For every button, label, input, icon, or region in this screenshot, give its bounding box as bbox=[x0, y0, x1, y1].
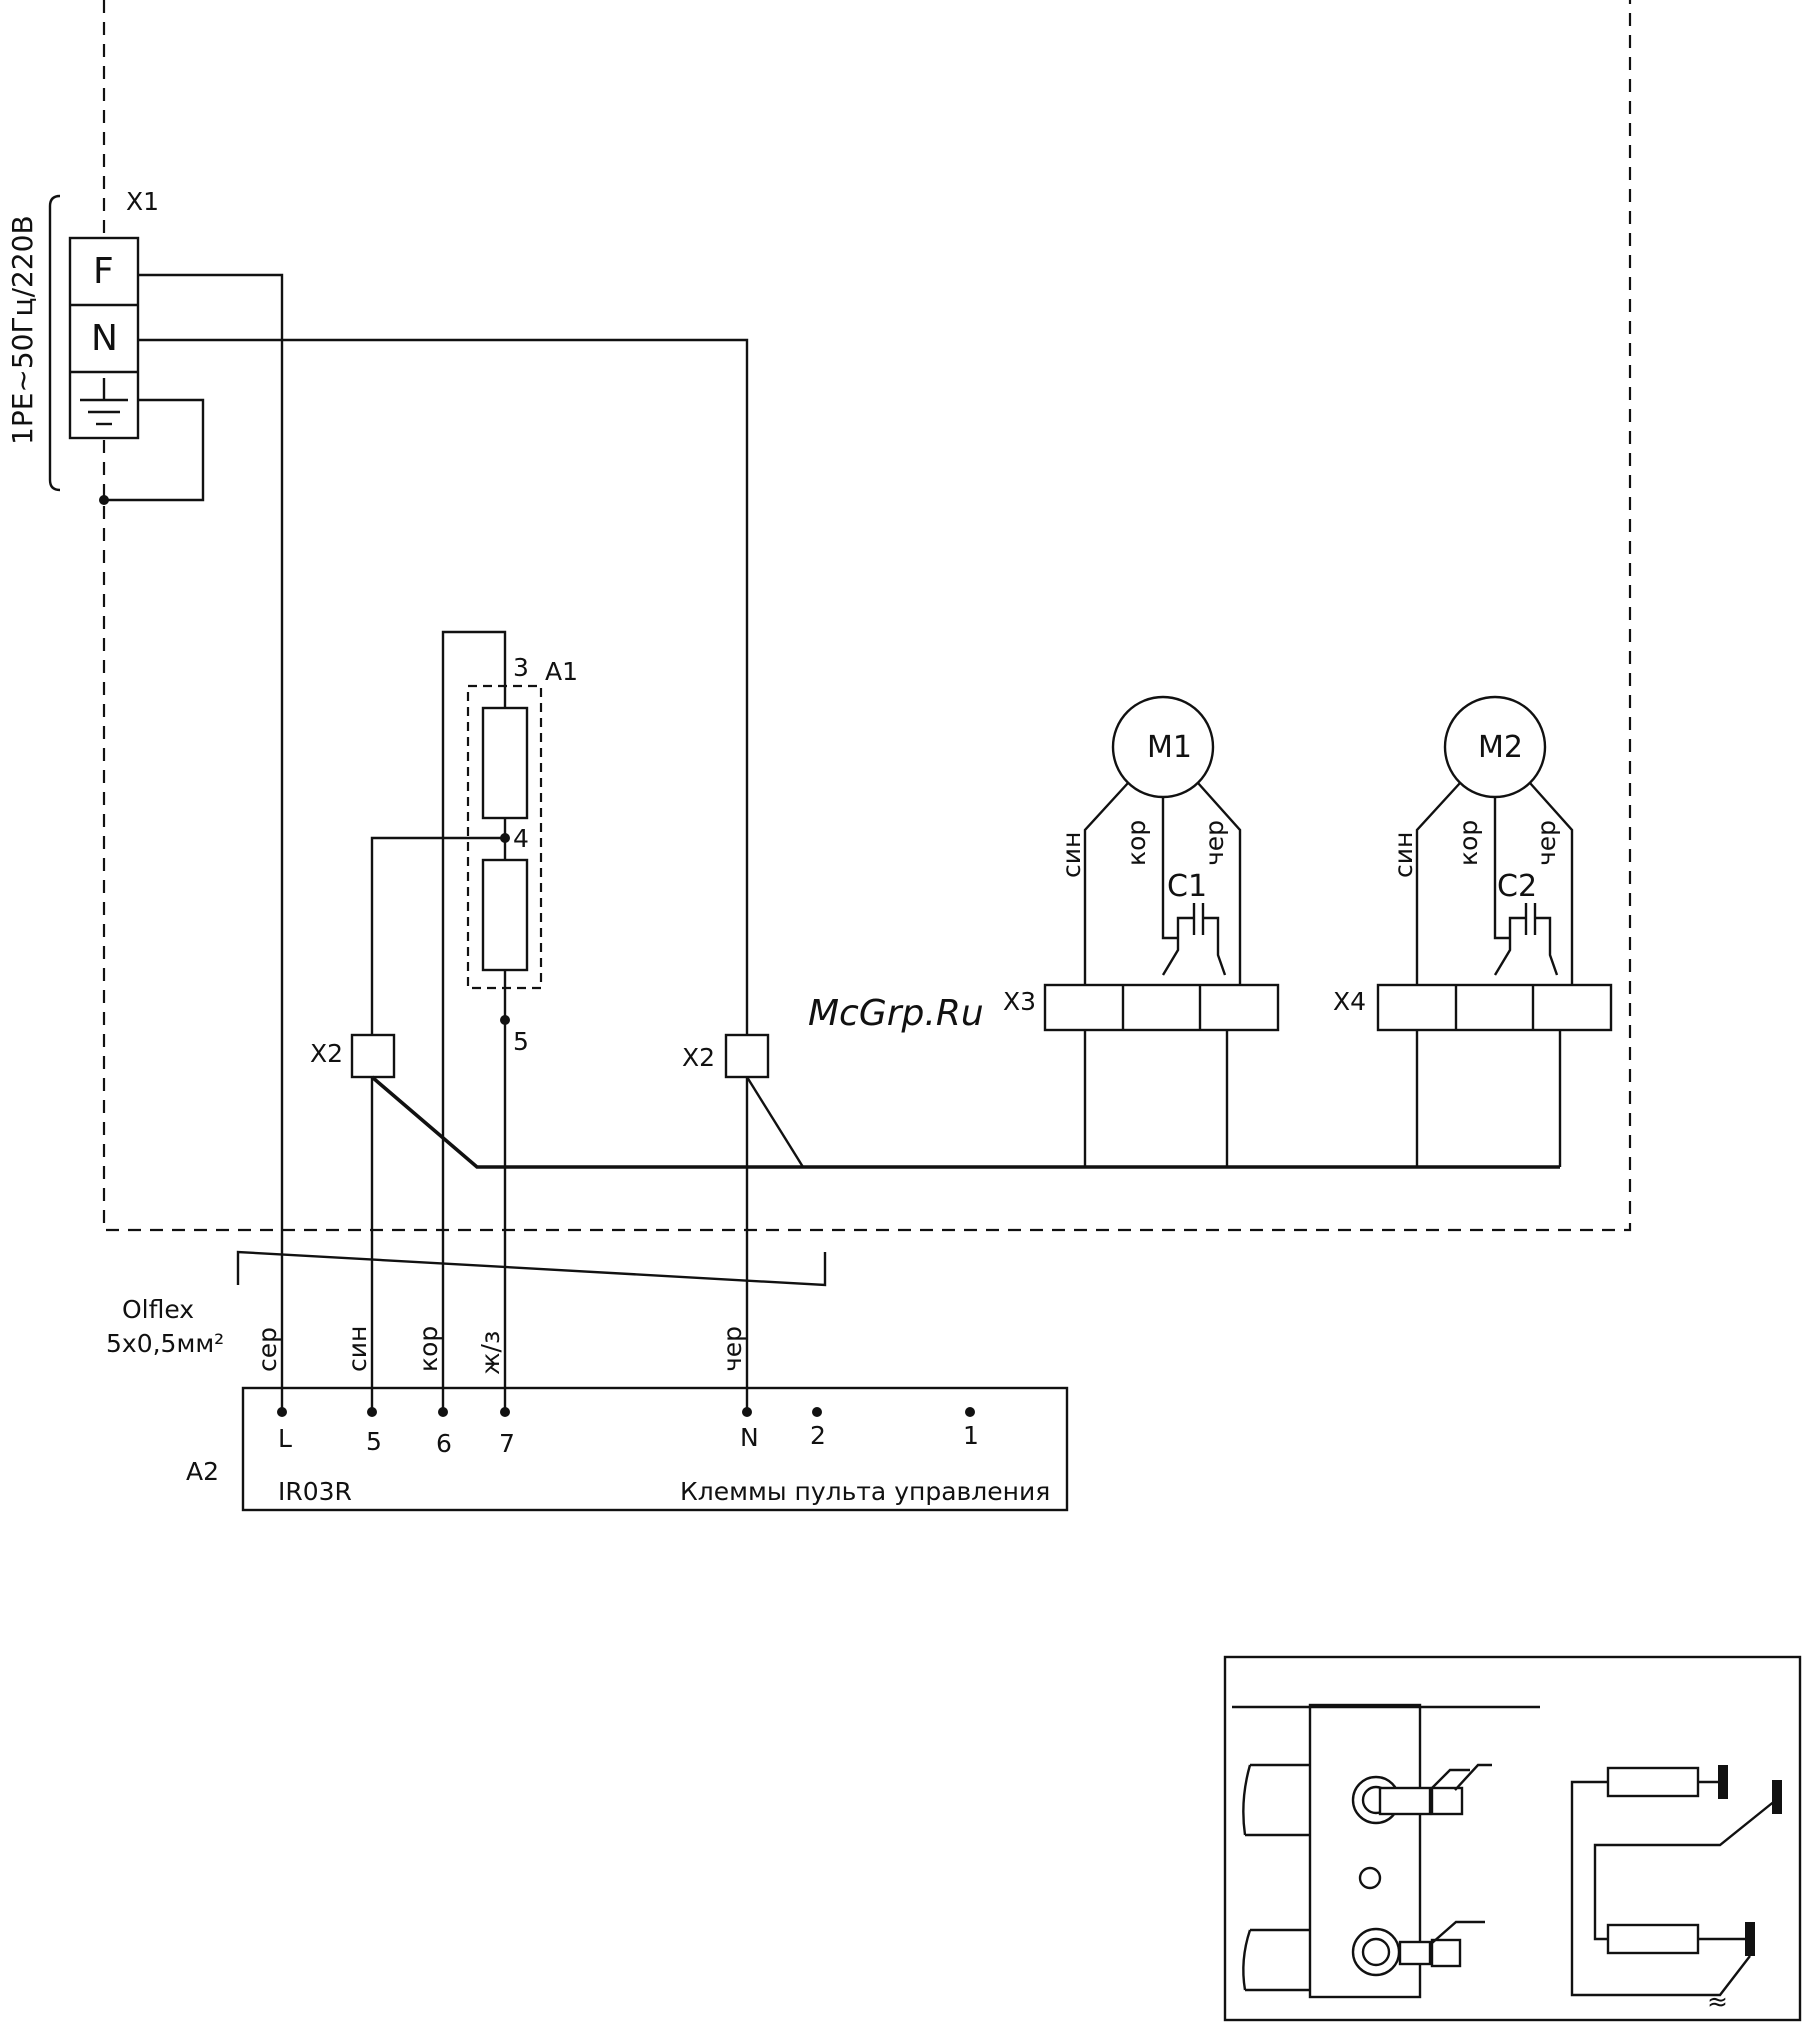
x4-label: X4 bbox=[1333, 987, 1366, 1016]
wire-color-sin: син bbox=[343, 1326, 372, 1372]
x1-terminal-n: N bbox=[91, 318, 118, 359]
x2-right-terminal bbox=[726, 1035, 768, 1077]
inset-mark: ≈ bbox=[1707, 1987, 1728, 2016]
supply-label: 1PE~50Гц/220В bbox=[6, 215, 39, 445]
terminal-plate-drawing bbox=[1243, 1705, 1492, 1997]
a1-pin3: 3 bbox=[513, 653, 529, 682]
a2-terminal-6: 6 bbox=[436, 1429, 452, 1458]
watermark: McGrp.Ru bbox=[808, 993, 984, 1034]
x3-label: X3 bbox=[1003, 987, 1036, 1016]
wire-f bbox=[138, 275, 282, 1412]
m2-label: M2 bbox=[1478, 730, 1523, 765]
wire-color-zh: ж/з bbox=[476, 1331, 505, 1375]
cable-label-line2: 5x0,5мм² bbox=[106, 1329, 224, 1358]
x2-left-label: X2 bbox=[310, 1039, 343, 1068]
a2-caption: Клеммы пульта управления bbox=[680, 1477, 1050, 1506]
a2-terminal-1: 1 bbox=[963, 1421, 979, 1450]
a1-resistor-bottom bbox=[483, 860, 527, 970]
x3-block bbox=[1045, 985, 1278, 1030]
inset-schematic bbox=[1572, 1765, 1782, 1995]
m2-wire-black: чер bbox=[1532, 820, 1561, 866]
a2-label: A2 bbox=[186, 1457, 219, 1486]
m2-wire-blue: син bbox=[1389, 832, 1418, 878]
wire-color-cher: чер bbox=[718, 1326, 747, 1372]
m2-wire-brown: кор bbox=[1454, 820, 1483, 866]
m1-wire-blue: син bbox=[1057, 832, 1086, 878]
m1-label: M1 bbox=[1147, 730, 1192, 765]
a1-label: A1 bbox=[545, 657, 578, 686]
a2-model: IR03R bbox=[278, 1477, 352, 1506]
a2-terminal-2: 2 bbox=[810, 1421, 826, 1450]
supply-brace bbox=[50, 196, 60, 490]
x1-label: X1 bbox=[126, 187, 159, 216]
a1-pin4: 4 bbox=[513, 824, 529, 853]
wire-color-kor: кор bbox=[414, 1326, 443, 1372]
x2-right-label: X2 bbox=[682, 1043, 715, 1072]
a2-terminal-7: 7 bbox=[499, 1429, 515, 1458]
m1-wire-brown: кор bbox=[1122, 820, 1151, 866]
cable-label-line1: Olflex bbox=[122, 1295, 194, 1324]
ground-junction bbox=[99, 495, 109, 505]
inset-frame bbox=[1225, 1657, 1800, 2020]
a2-terminal-5: 5 bbox=[366, 1427, 382, 1456]
wire-color-ser: сер bbox=[253, 1327, 282, 1372]
a2-terminal-l: L bbox=[278, 1424, 292, 1453]
common-bus bbox=[372, 1077, 1560, 1167]
c1-label: C1 bbox=[1167, 869, 1207, 904]
a1-resistor-top bbox=[483, 708, 527, 818]
x1-terminal-f: F bbox=[93, 251, 114, 292]
cable-bracket bbox=[238, 1252, 825, 1285]
m1-wire-black: чер bbox=[1200, 820, 1229, 866]
x4-block bbox=[1378, 985, 1611, 1030]
c2-label: C2 bbox=[1497, 869, 1537, 904]
x2-left-terminal bbox=[352, 1035, 394, 1077]
a1-pin5: 5 bbox=[513, 1027, 529, 1056]
a2-terminal-n: N bbox=[740, 1423, 759, 1452]
